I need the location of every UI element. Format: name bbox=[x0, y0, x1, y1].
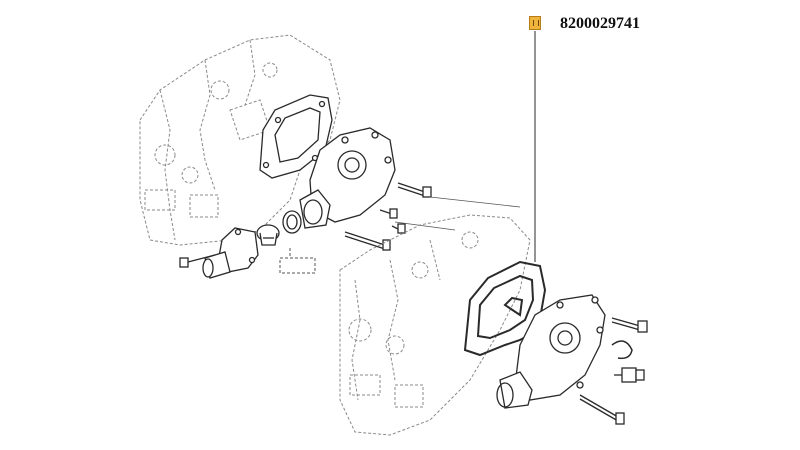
bolt-upper-3 bbox=[344, 231, 391, 251]
gasket-plate-upper bbox=[259, 94, 333, 179]
bolt-upper-left bbox=[179, 254, 216, 268]
clip-lower bbox=[611, 340, 633, 360]
bolt-upper-2 bbox=[379, 208, 398, 219]
thermostat-housing-upper bbox=[202, 227, 259, 279]
leader-lines-upper bbox=[394, 196, 521, 231]
bolt-upper-1 bbox=[397, 182, 432, 198]
sensor-placeholder-upper bbox=[279, 248, 316, 274]
seal-ring-upper bbox=[282, 210, 302, 234]
water-pump-housing-lower bbox=[496, 294, 606, 409]
bolt-lower-1 bbox=[611, 317, 648, 333]
bolt-upper-4 bbox=[391, 223, 406, 234]
temperature-sensor-lower bbox=[614, 367, 645, 383]
bolt-lower-2 bbox=[579, 394, 625, 425]
water-pump-housing-upper bbox=[299, 127, 396, 229]
thermostat-upper bbox=[256, 224, 280, 246]
callout-marker bbox=[529, 16, 541, 30]
engine-block-lower bbox=[339, 214, 531, 436]
part-number-label: 8200029741 bbox=[560, 15, 640, 32]
